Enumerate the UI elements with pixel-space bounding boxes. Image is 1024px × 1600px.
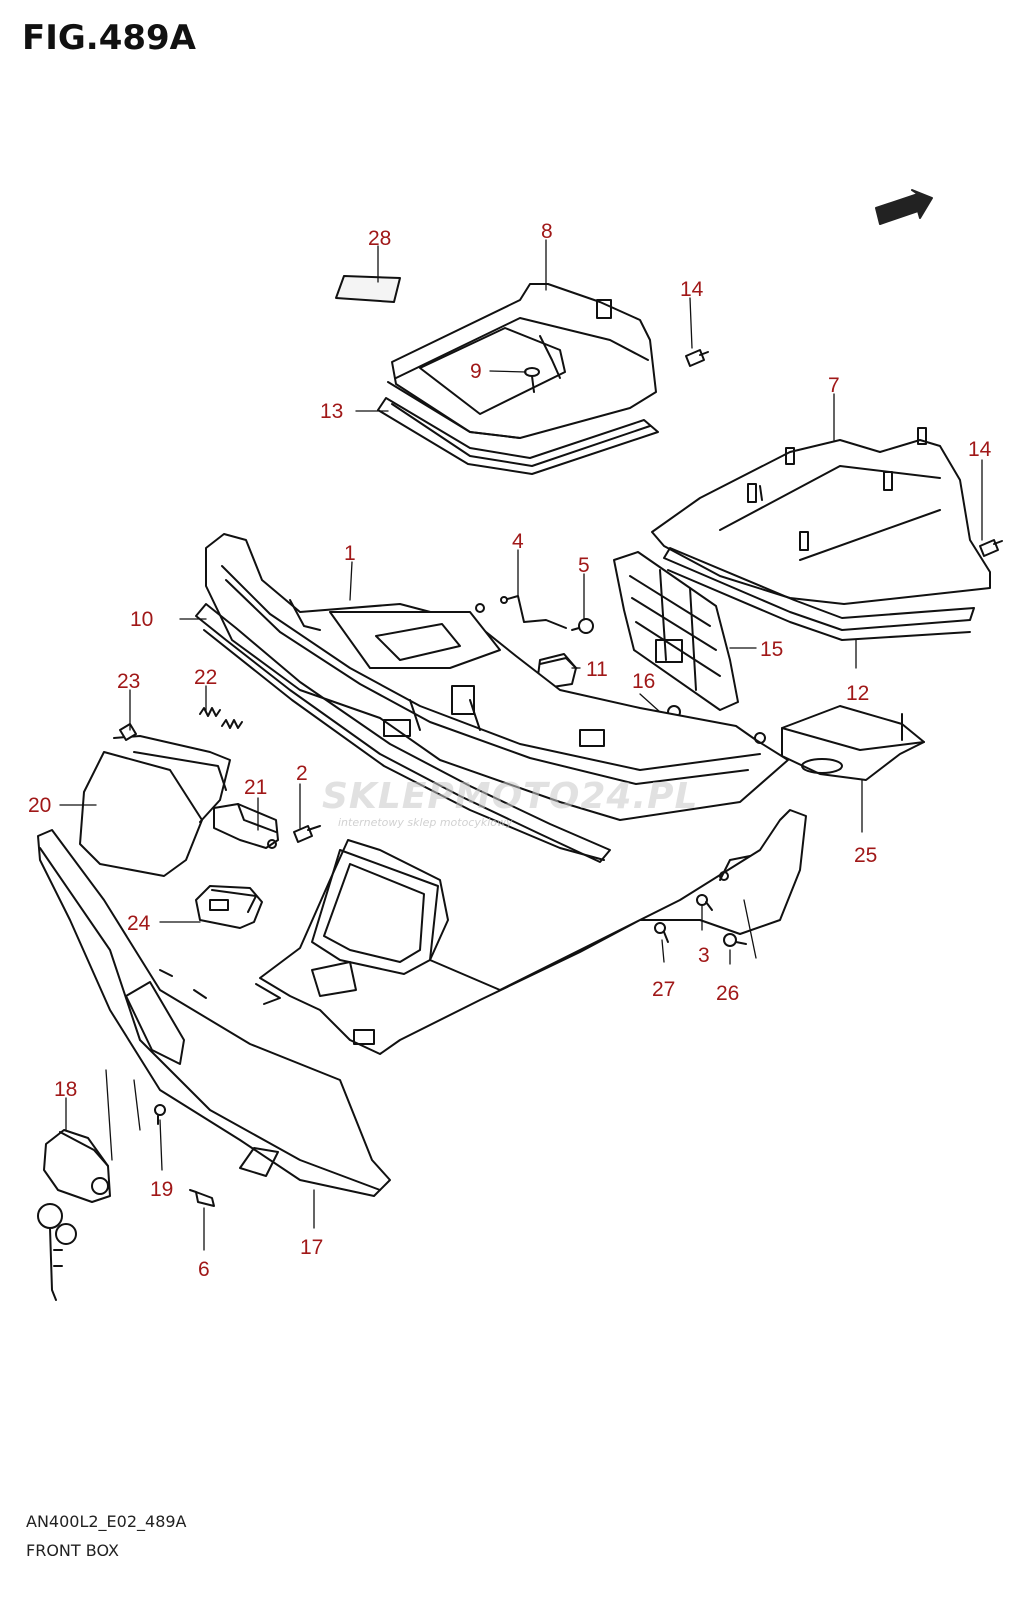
part-24-switch [195, 885, 263, 929]
part-17-front-panel [37, 829, 391, 1197]
part-12-gasket [377, 397, 659, 475]
part-5-grommet [571, 618, 594, 634]
part-28-pad [335, 275, 401, 303]
part-25-bracket [781, 705, 925, 781]
callout-10: 10 [130, 608, 153, 631]
callout-2: 2 [296, 762, 308, 785]
part-22-spring-a [199, 707, 221, 717]
part-18-lock [43, 1129, 111, 1203]
callout-14-a: 14 [680, 278, 704, 301]
part-7-cover [651, 427, 991, 605]
figure-title: FIG.489A [22, 18, 196, 58]
part-27-screw [654, 922, 669, 943]
part-14-screw-a [685, 349, 709, 367]
callout-25: 25 [854, 844, 877, 867]
callout-14-b: 14 [968, 438, 992, 461]
callout-21: 21 [244, 776, 267, 799]
callout-15: 15 [760, 638, 783, 661]
figure-code: AN400L2_E02_489A [26, 1512, 187, 1531]
part-15-plate [613, 551, 739, 711]
callout-16: 16 [632, 670, 655, 693]
callout-23: 23 [117, 670, 140, 693]
part-20-flap [79, 735, 231, 877]
callout-24: 24 [127, 912, 151, 935]
part-22-spring-b [221, 719, 243, 729]
callout-17: 17 [300, 1236, 323, 1259]
callout-13: 12 [846, 682, 869, 705]
part-23-clip [119, 723, 137, 741]
part-26-screw [723, 933, 747, 947]
part-21-latch [213, 803, 279, 849]
figure-name: FRONT BOX [26, 1541, 119, 1560]
watermark-subtitle: internetowy sklep motocyklowy [338, 816, 513, 829]
callout-7: 7 [828, 374, 840, 397]
part-9-screw [524, 367, 540, 393]
part-14-screw-b [979, 539, 1003, 557]
part-3-screw [696, 894, 713, 911]
callout-8: 8 [541, 220, 553, 243]
part-1-frame [205, 533, 789, 821]
callout-4: 4 [512, 530, 524, 553]
key-icon [37, 1203, 77, 1301]
part-13-seal [663, 547, 975, 641]
part-10-seal [195, 603, 611, 863]
callout-26: 26 [716, 982, 739, 1005]
part-2-bolt [293, 825, 321, 843]
callout-5: 5 [578, 554, 590, 577]
callout-22: 22 [194, 666, 217, 689]
part-8-lid [387, 283, 657, 439]
part-19-screw [154, 1104, 166, 1125]
part-6-pin [189, 1189, 215, 1207]
callout-6: 6 [198, 1258, 210, 1281]
part-4-wire [500, 595, 567, 629]
callout-19: 19 [150, 1178, 173, 1201]
part-17-inner-box [255, 809, 807, 1055]
callout-9: 9 [470, 360, 482, 383]
watermark: SKLEPMOTO24.PL [322, 776, 699, 817]
callout-18: 18 [54, 1078, 77, 1101]
callout-3: 3 [698, 944, 710, 967]
callout-28: 28 [368, 227, 391, 250]
callout-27: 27 [652, 978, 675, 1001]
callout-12: 13 [320, 400, 343, 423]
callout-11: 11 [586, 658, 608, 681]
callout-1: 1 [344, 542, 356, 565]
callout-20: 20 [28, 794, 51, 817]
direction-arrow-icon [875, 189, 933, 225]
